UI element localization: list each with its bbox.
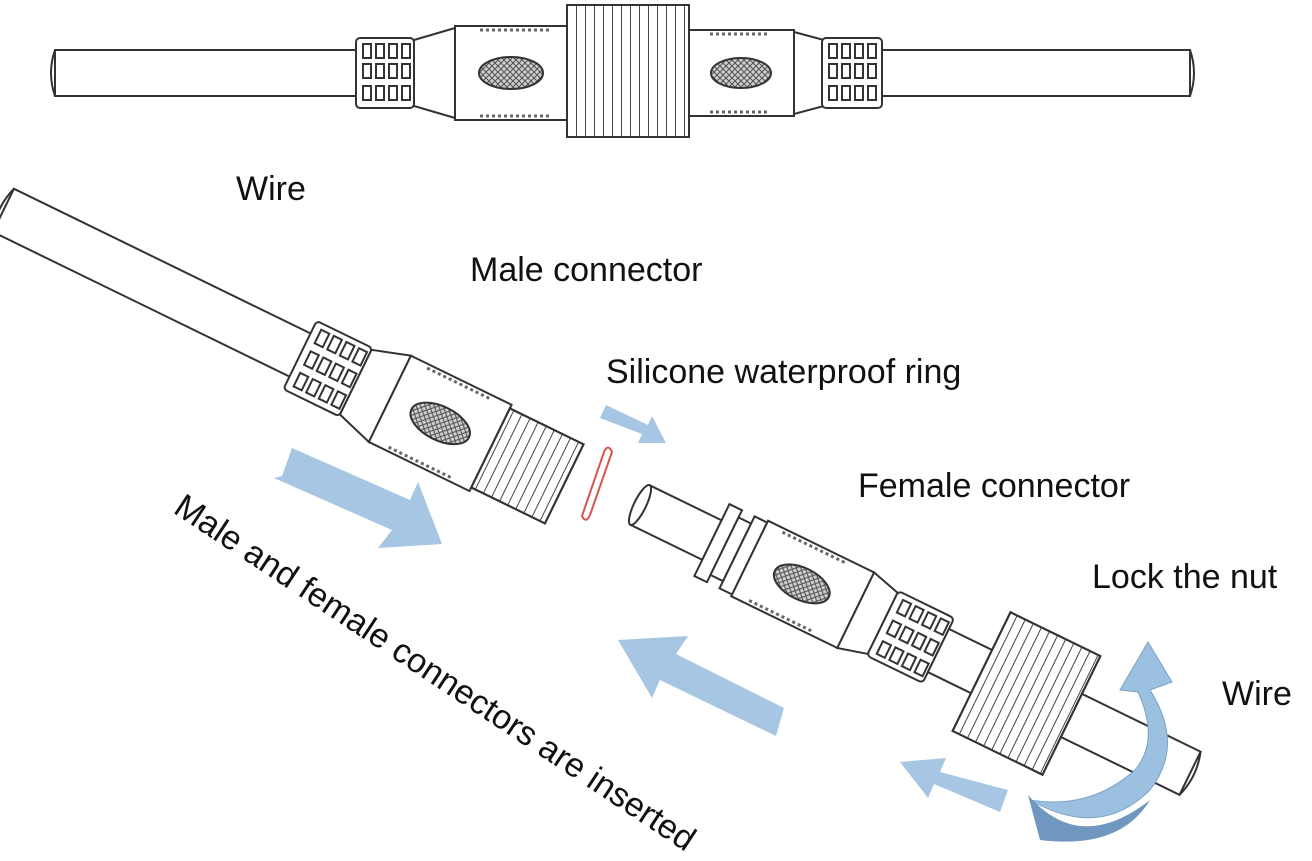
female-connector-assembly xyxy=(627,483,1202,797)
male-connector-assembly xyxy=(0,187,585,525)
label-silicone-ring: Silicone waterproof ring xyxy=(606,353,961,391)
silicone-ring xyxy=(580,446,614,521)
label-wire-top: Wire xyxy=(236,170,306,208)
male-cable xyxy=(0,187,321,383)
assembled-connector xyxy=(50,4,1195,138)
top-lock-nut xyxy=(566,4,690,138)
label-male-connector: Male connector xyxy=(470,251,702,289)
straight-arrow-icon xyxy=(274,405,1008,812)
top-right-cable xyxy=(879,49,1191,97)
label-lock-nut: Lock the nut xyxy=(1092,558,1278,596)
label-female-connector: Female connector xyxy=(858,467,1130,505)
label-wire-right: Wire xyxy=(1222,675,1292,713)
curved-arrow-icon xyxy=(1028,641,1173,842)
top-left-cable xyxy=(54,49,361,97)
lock-nut xyxy=(951,610,1102,777)
